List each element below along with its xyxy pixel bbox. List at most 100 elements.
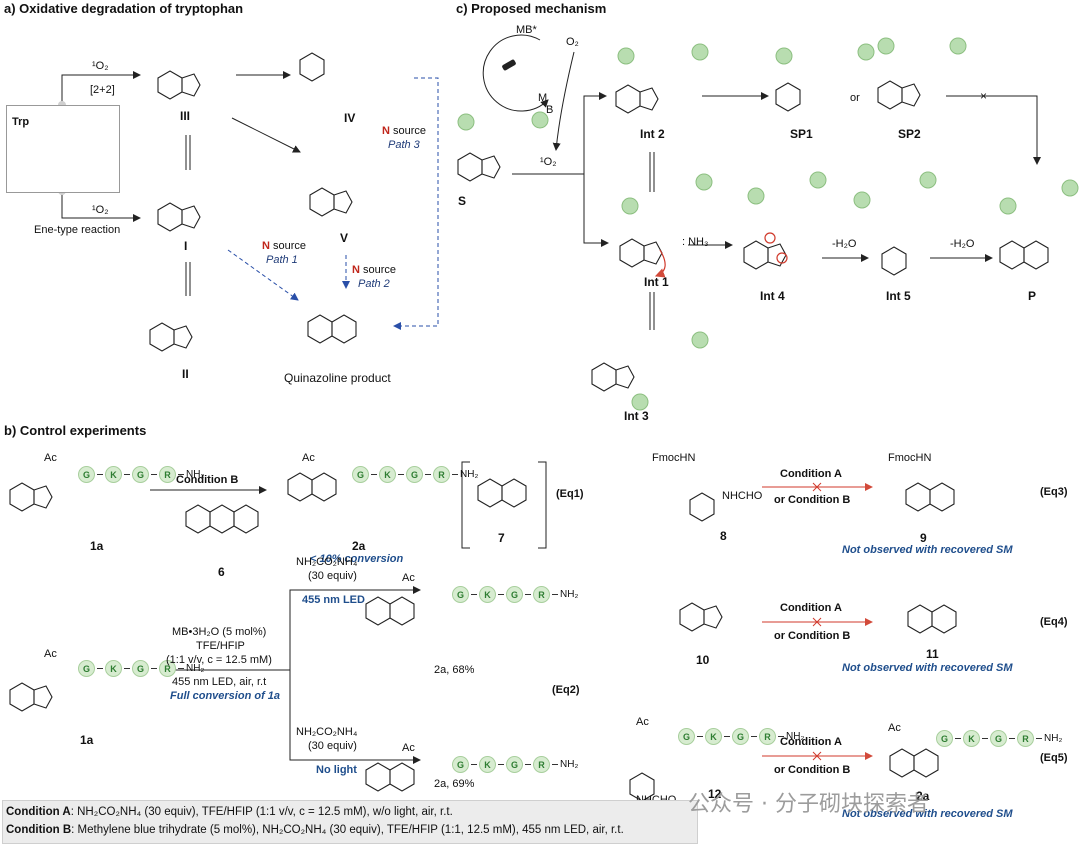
compound-10: 10 — [696, 653, 710, 667]
or-label: or — [850, 92, 860, 104]
compound-1a-eq1: 1a — [90, 539, 104, 553]
acetyl-2a-eq5: Ac — [888, 722, 901, 734]
trp-label: Trp — [12, 116, 30, 128]
compound-III: III — [180, 109, 191, 123]
eq4-cond-b: or Condition B — [774, 630, 851, 642]
fmoc-9: FmocHN — [888, 452, 932, 464]
condition-a-line: Condition A: NH₂CO₂NH₄ (30 equiv), TFE/H… — [6, 806, 453, 818]
ammonium-top: NH₂CO₂NH₄ — [296, 556, 358, 568]
peptide-1a: G K G R NH₂ — [78, 466, 204, 483]
quinazoline-product-label: Quinazoline product — [284, 371, 391, 385]
int-4: Int 4 — [760, 289, 785, 303]
compound-9: 9 — [920, 531, 927, 545]
nhcho-8: NHCHO — [722, 490, 763, 502]
singlet-oxygen-bottom: ¹O₂ — [92, 204, 109, 216]
ammonium-bottom: NH₂CO₂NH₄ — [296, 726, 358, 738]
path-1: Path 1 — [266, 254, 298, 266]
compound-IV: IV — [344, 111, 356, 125]
eq1-condition: Condition B — [176, 474, 239, 486]
section-a-title: a) Oxidative degradation of tryptophan — [4, 1, 244, 16]
no-light: No light — [316, 764, 357, 776]
compound-2a-eq1: 2a — [352, 539, 366, 553]
path-2: Path 2 — [358, 278, 390, 290]
peptide-12: G K G R NH₂ — [678, 728, 804, 745]
path-3: Path 3 — [388, 139, 420, 151]
solvent: TFE/HFIP — [196, 640, 245, 652]
int-1: Int 1 — [644, 275, 669, 289]
compound-2a-eq5: 2a — [916, 789, 930, 803]
eq1-conversion: < 10% conversion — [310, 553, 404, 565]
mb-catalyst: MB•3H₂O (5 mol%) — [172, 626, 267, 638]
compound-11: 11 — [926, 647, 939, 661]
equiv-bottom: (30 equiv) — [308, 740, 357, 752]
compound-7: 7 — [498, 531, 505, 545]
eq5-not-observed: Not observed with recovered SM — [842, 808, 1013, 820]
singlet-oxygen-top: ¹O₂ — [92, 60, 109, 72]
eq3-tag: (Eq3) — [1040, 486, 1068, 498]
sp2: SP2 — [898, 127, 921, 141]
singlet-oxygen-c: ¹O₂ — [540, 156, 557, 168]
yield-68: 2a, 68% — [434, 664, 475, 676]
cycloaddition-label: [2+2] — [90, 84, 115, 96]
compound-6: 6 — [218, 565, 225, 579]
eq4-cond-a: Condition A — [780, 602, 842, 614]
eq3-cond-a: Condition A — [780, 468, 842, 480]
ammonia-label: : NH₃ — [682, 236, 709, 248]
dehydration-2: -H₂O — [950, 238, 975, 250]
trp-box — [6, 105, 120, 193]
oxygen-label: O₂ — [566, 36, 579, 48]
peptide-1a-eq2: G K G R NH₂ — [78, 660, 204, 677]
yield-69: 2a, 69% — [434, 778, 475, 790]
compound-V: V — [340, 231, 349, 245]
acetyl-1a-eq2: Ac — [44, 648, 57, 660]
peptide-2a: G K G R NH₂ — [352, 466, 478, 483]
full-conversion: Full conversion of 1a — [170, 690, 281, 702]
led-top: 455 nm LED — [302, 594, 365, 606]
n-source-3: N source — [382, 125, 427, 137]
peptide-2a-bottom: G K G R NH₂ — [452, 756, 578, 773]
dehydration-1: -H₂O — [832, 238, 857, 250]
acetyl-2a: Ac — [302, 452, 315, 464]
acetyl-2a-top: Ac — [402, 572, 415, 584]
int-2: Int 2 — [640, 127, 665, 141]
product-P: P — [1028, 289, 1037, 303]
eq5-cond-a: Condition A — [780, 736, 842, 748]
eq3-cond-b: or Condition B — [774, 494, 851, 506]
compound-1a-eq2: 1a — [80, 733, 94, 747]
watermark: 公众号 · 分子砌块探索者 — [688, 792, 929, 817]
acetyl-2a-bottom: Ac — [402, 742, 415, 754]
n-source-1: N source — [262, 240, 307, 252]
acetyl-1a: Ac — [44, 452, 57, 464]
fmoc-8: FmocHN — [652, 452, 696, 464]
peptide-2a-eq5: G K G R NH₂ — [936, 730, 1062, 747]
solvent-ratio: (1:1 v/v, c = 12.5 mM) — [166, 654, 272, 666]
condition-b-line: Condition B: Methylene blue trihydrate (… — [6, 824, 624, 836]
compound-12: 12 — [708, 787, 722, 801]
int-3: Int 3 — [624, 409, 649, 423]
mb-ground: M — [538, 92, 548, 104]
compound-I: I — [184, 239, 188, 253]
substrate-S: S — [458, 194, 467, 208]
eq3-not-observed: Not observed with recovered SM — [842, 544, 1013, 556]
equiv-top: (30 equiv) — [308, 570, 357, 582]
eq5-cond-b: or Condition B — [774, 764, 851, 776]
n-source-2: N source — [352, 264, 397, 276]
eq4-not-observed: Not observed with recovered SM — [842, 662, 1013, 674]
eq5-tag: (Eq5) — [1040, 752, 1068, 764]
eq2-tag: (Eq2) — [552, 684, 580, 696]
peptide-2a-top: G K G R NH₂ — [452, 586, 578, 603]
eq1-tag: (Eq1) — [556, 488, 584, 500]
sp1: SP1 — [790, 127, 813, 141]
conditions-box — [2, 800, 698, 844]
ene-reaction-label: Ene-type reaction — [34, 224, 121, 236]
acetyl-12: Ac — [636, 716, 649, 728]
mb-b: B — [546, 104, 554, 116]
mb-excited: MB* — [516, 24, 537, 36]
eq4-tag: (Eq4) — [1040, 616, 1068, 628]
compound-8: 8 — [720, 529, 727, 543]
compound-II: II — [182, 367, 189, 381]
svg-text:×: × — [980, 89, 987, 103]
led-conditions: 455 nm LED, air, r.t — [172, 676, 267, 688]
section-c-title: c) Proposed mechanism — [456, 1, 607, 16]
